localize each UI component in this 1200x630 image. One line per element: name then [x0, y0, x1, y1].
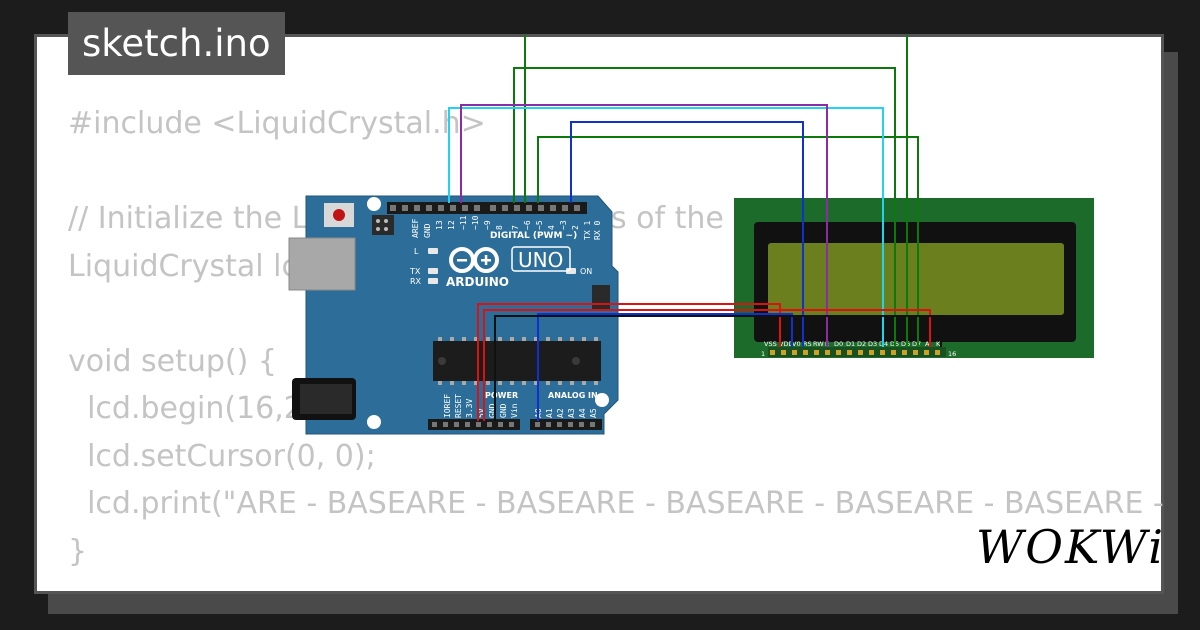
- pin-label: GND: [488, 403, 497, 418]
- pin-label: A3: [567, 408, 576, 418]
- lcd-pin-label: K: [936, 340, 941, 348]
- led-tx-icon: [428, 268, 438, 274]
- wire-blue[interactable]: [570, 121, 804, 347]
- board-brand-label: ARDUINO: [446, 275, 509, 289]
- analog-header[interactable]: [530, 419, 602, 430]
- lcd-pin-label: RW: [813, 340, 824, 348]
- reset-button-icon: [333, 209, 345, 221]
- board-model-label: UNO: [518, 248, 563, 272]
- pin-label: AREF: [411, 219, 420, 238]
- pin-label: GND: [499, 403, 508, 418]
- wire-red[interactable]: [477, 303, 781, 421]
- led-tx-label: TX: [409, 267, 421, 276]
- pin-label: ~9: [483, 220, 492, 230]
- code-line: lcd.begin(16,2);: [68, 391, 325, 426]
- code-line: lcd.setCursor(0, 0);: [68, 438, 376, 474]
- digital-pin-sockets: [390, 205, 580, 211]
- arduino-logo-icon: [449, 247, 499, 273]
- lcd-pin-label: RS: [803, 340, 812, 348]
- wire-green[interactable]: [513, 67, 896, 347]
- wire-blue[interactable]: [537, 313, 793, 421]
- wire-black[interactable]: [494, 315, 942, 421]
- wire-cyan[interactable]: [448, 107, 884, 347]
- pin-label: 7: [511, 225, 520, 230]
- lcd-pin-label: VDD: [779, 340, 793, 348]
- wire-red[interactable]: [483, 309, 931, 421]
- lcd-pin-label: D1: [846, 340, 855, 348]
- led-rx-label: RX: [410, 277, 422, 286]
- pin-label: 8: [495, 225, 504, 230]
- pin-label: 12: [447, 220, 456, 230]
- pin-label: A4: [578, 408, 587, 418]
- led-on-icon: [566, 268, 576, 274]
- lcd-pin-label: A: [925, 340, 930, 348]
- mounting-hole-icon: [367, 415, 381, 429]
- power-header[interactable]: [428, 419, 520, 430]
- pin-label: ~5: [535, 220, 544, 230]
- digital-header-label: DIGITAL (PWM ~): [490, 231, 577, 241]
- pin-label: TX 1: [583, 221, 592, 240]
- lcd-pin-label: D2: [857, 340, 866, 348]
- lcd-pin-label: D3: [868, 340, 877, 348]
- pin-label: 2: [571, 225, 580, 230]
- mounting-hole-icon: [595, 393, 609, 407]
- pin-label: RX 0: [593, 221, 602, 240]
- pin-label: 5V: [477, 408, 486, 418]
- lcd-pin-label: D6: [901, 340, 910, 348]
- led-rx-icon: [428, 278, 438, 284]
- wokwi-logo: WOKWi: [976, 520, 1165, 574]
- analog-header-label: ANALOG IN: [548, 391, 598, 400]
- lcd-screen: [768, 243, 1064, 315]
- digital-header[interactable]: [387, 202, 587, 214]
- code-line: #include <LiquidCrystal.h>: [68, 106, 486, 141]
- led-l-label: L: [414, 247, 419, 256]
- lcd-first-pin-label: 1: [761, 350, 765, 358]
- pin-label: 3.3V: [465, 399, 474, 418]
- pin-label: ~6: [523, 220, 532, 230]
- lcd-pin-label: D0: [834, 340, 843, 348]
- mounting-hole-icon: [367, 197, 381, 211]
- power-header-label: POWER: [485, 391, 518, 400]
- lcd-pin-pads: [770, 350, 940, 355]
- led-l-icon: [428, 248, 438, 254]
- led-on-label: ON: [580, 267, 592, 276]
- pin-label: GND: [423, 223, 432, 238]
- lcd-pin-label: V0: [792, 340, 801, 348]
- arduino-uno-board[interactable]: AREF GND 13 12 ~11 ~10 ~9 8 7 ~6 ~5 4 ~3…: [288, 195, 619, 435]
- pin-label: 4: [547, 225, 556, 230]
- pin-label: 13: [435, 220, 444, 230]
- pin-label: ~10: [471, 215, 480, 230]
- pin-label: Vin: [510, 403, 519, 418]
- pin-label: ~11: [459, 215, 468, 230]
- pin-label: A1: [545, 408, 554, 418]
- pin-label: A2: [556, 408, 565, 418]
- lcd-last-pin-label: 16: [948, 350, 956, 358]
- wire-green[interactable]: [537, 136, 919, 347]
- usb-port: [288, 237, 356, 291]
- code-line: void setup() {: [68, 343, 277, 379]
- wire-purple[interactable]: [460, 104, 828, 347]
- file-tab[interactable]: sketch.ino: [68, 12, 285, 75]
- pin-label: A5: [589, 408, 598, 418]
- code-line: lcd.print("ARE - BASEARE - BASEARE - BAS…: [68, 486, 1164, 521]
- wires[interactable]: [448, 35, 942, 421]
- lcd-pin-label: D7: [912, 340, 921, 348]
- pin-label: RESET: [454, 394, 463, 418]
- pin-label: IOREF: [443, 394, 452, 418]
- pin-label: ~3: [559, 220, 568, 230]
- lcd-1602-module[interactable]: VSS VDD V0 RS RW E D0 D1 D2 D3 D4 D5 D6 …: [734, 198, 1094, 358]
- lcd-pin-label: VSS: [764, 340, 777, 348]
- code-line: }: [68, 533, 88, 569]
